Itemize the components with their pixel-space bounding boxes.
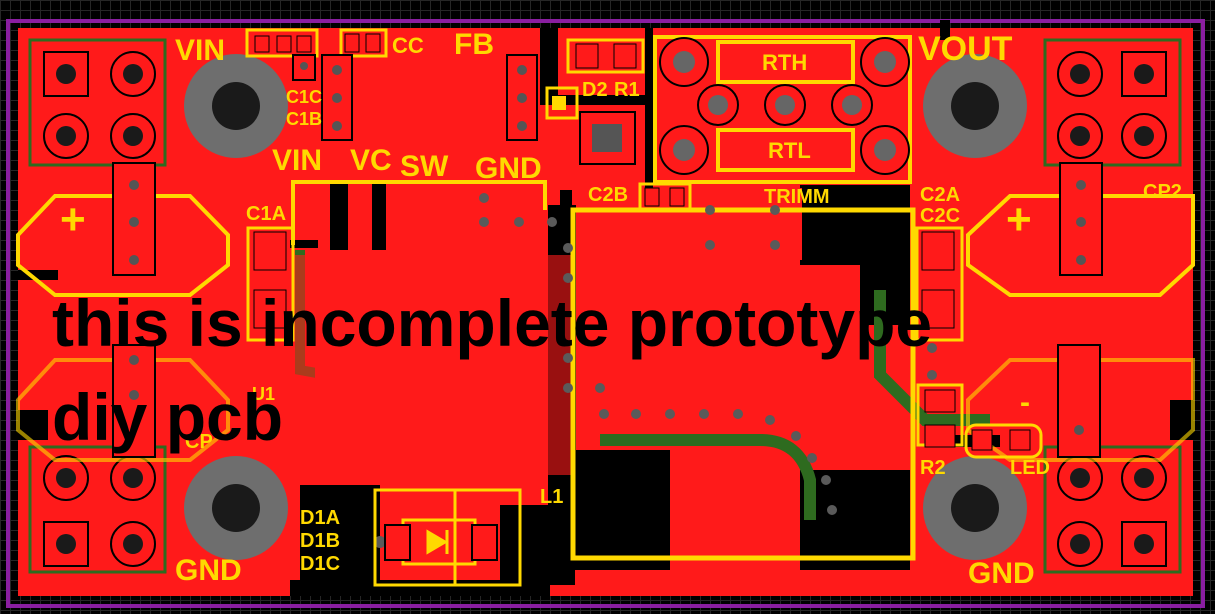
pin-headers [292,54,538,141]
terminal-block-vout [1043,38,1182,167]
label-c2c: C2C [920,205,960,227]
label-vin-pin: VIN [272,144,322,177]
terminal-block-gnd-left [28,445,167,574]
label-c2a: C2A [920,184,960,206]
capacitor-outline-left [16,194,230,462]
board-outline [6,19,1205,608]
label-c1a: C1A [246,203,286,225]
label-rth: RTH [762,50,807,75]
trimmer-outline [653,35,912,184]
label-plus-left: + [60,195,86,244]
label-d1a: D1A [300,507,340,529]
label-gnd-pin: GND [475,152,542,185]
label-cp: CP [185,431,213,453]
label-u1: U1 [252,384,275,404]
label-l1: L1 [540,486,563,508]
label-c1b: C1B [286,109,322,129]
overlay-text-line-2: diy pcb [52,380,284,454]
label-vin: VIN [175,34,225,67]
smd-outlines [245,28,1043,459]
mounting-holes [184,54,1027,560]
label-sw-pin: SW [400,150,449,183]
label-vout: VOUT [918,30,1013,68]
label-fb: FB [454,28,494,61]
label-r2: R2 [920,457,946,479]
copper-regions [285,55,802,580]
label-cc: CC [392,33,424,58]
via-field [374,193,937,548]
label-vc-pin: VC [350,144,392,177]
label-d2: D2 [582,79,608,101]
label-trimm: TRIMM [764,186,830,208]
smd-pads [253,33,1031,451]
diode-d1-pads [384,524,498,561]
inductor-outline [570,207,916,561]
label-rtl: RTL [768,138,811,163]
label-minus-right: - [1020,386,1030,419]
capacitor-pads [112,162,1103,458]
label-r1: R1 [614,79,640,101]
label-cp2: CP2 [1143,181,1182,203]
label-plus-right: + [1006,195,1032,244]
overlay-text-line-1: this is incomplete prototype [52,286,933,360]
label-c1c: C1C [286,87,322,107]
label-led: LED [1010,457,1050,479]
label-gnd-right: GND [968,557,1035,590]
terminal-block-gnd-right [1043,445,1182,574]
terminal-block-vin [28,38,167,167]
label-d1c: D1C [300,553,340,575]
label-c2b: C2B [588,184,628,206]
label-d1b: D1B [300,530,340,552]
label-gnd-left: GND [175,554,242,587]
trimmer-pads [659,37,910,175]
